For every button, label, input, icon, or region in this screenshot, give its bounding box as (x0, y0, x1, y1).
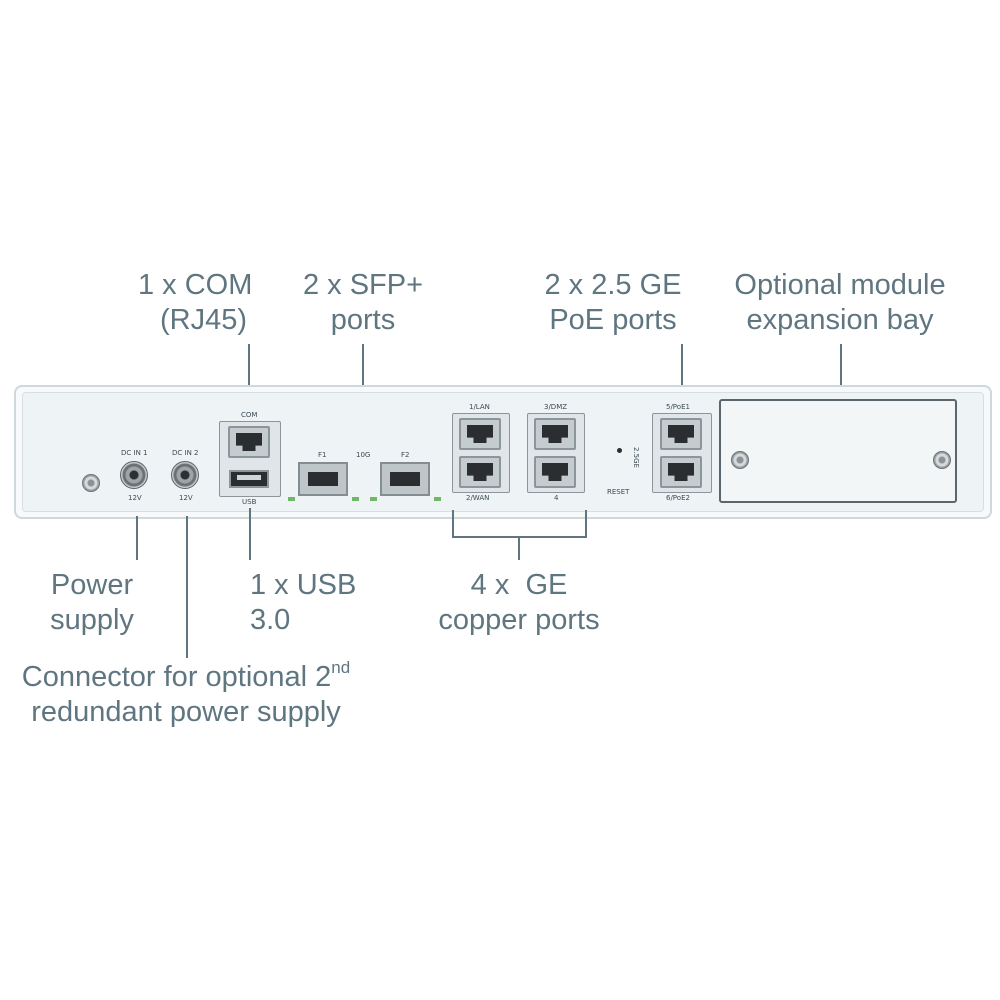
dc-in-1-connector-icon (120, 461, 148, 489)
redundant-callout-superscript: nd (331, 658, 351, 678)
poe-callout: 2 x 2.5 GE PoE ports (544, 268, 681, 338)
com-callout: 1 x COM (RJ45) (138, 268, 252, 338)
usb-callout: 1 x USB 3.0 (250, 568, 356, 638)
bay-leader-line (840, 344, 842, 386)
sfp-speed-label: 10G (356, 451, 371, 459)
copper-bracket-right (585, 510, 587, 538)
com-callout-line1: 1 x COM (138, 269, 253, 301)
com-port-icon (228, 426, 270, 458)
bay-screw-left-icon (731, 451, 749, 469)
port-poe1-icon (660, 418, 702, 450)
sfp-f1-label: F1 (318, 451, 327, 459)
copper-callout: 4 x GE copper ports (438, 568, 599, 638)
module-expansion-bay (719, 399, 957, 503)
usb-leader-line (249, 508, 251, 560)
port-lan-label: 1/LAN (469, 403, 490, 411)
poe-leader-line (681, 344, 683, 396)
poe-side-label: 2.5GE (632, 447, 640, 468)
dc-in-1-label: DC IN 1 (121, 449, 148, 457)
poe-callout-line1: 2 x 2.5 GE (544, 269, 682, 301)
port-4-label: 4 (554, 494, 559, 502)
bay-callout-line1: Optional module (734, 269, 946, 301)
power-leader-line (136, 516, 138, 560)
copper-callout-line1: 4 x GE (470, 569, 568, 601)
redundant-callout-line2: redundant power supply (31, 696, 341, 728)
sfp-callout-line1: 2 x SFP+ (302, 269, 424, 301)
port-wan-label: 2/WAN (466, 494, 490, 502)
sfp-f2-label: F2 (401, 451, 410, 459)
bay-screw-right-icon (933, 451, 951, 469)
dc-in-2-voltage: 12V (179, 494, 193, 502)
dc-in-1-voltage: 12V (128, 494, 142, 502)
poe-callout-line2: PoE ports (549, 304, 677, 336)
bay-callout-line2: expansion bay (746, 304, 934, 336)
sfp-f2-led-right (434, 497, 441, 501)
port-poe2-label: 6/PoE2 (666, 494, 690, 502)
port-wan-icon (459, 456, 501, 488)
sfp-port-f1-icon (298, 462, 348, 496)
usb-port-icon (229, 470, 269, 488)
sfp-callout: 2 x SFP+ ports (303, 268, 423, 338)
port-4-icon (534, 456, 576, 488)
redundant-callout: Connector for optional 2nd redundant pow… (21, 658, 351, 730)
sfp-callout-line2: ports (330, 304, 396, 336)
com-callout-line2: (RJ45) (160, 304, 248, 336)
com-leader-line (248, 344, 250, 404)
sfp-f1-led-left (288, 497, 295, 501)
redundant-callout-line1-text: Connector for optional 2 (21, 661, 332, 693)
port-lan-icon (459, 418, 501, 450)
sfp-f2-led-left (370, 497, 377, 501)
sfp-f1-led-right (352, 497, 359, 501)
port-poe2-icon (660, 456, 702, 488)
com-port-label: COM (241, 411, 258, 419)
sfp-port-f2-icon (380, 462, 430, 496)
copper-bracket-left (452, 510, 454, 538)
usb-callout-line2: 3.0 (250, 604, 291, 636)
usb-callout-line1: 1 x USB (250, 569, 357, 601)
reset-label: RESET (607, 488, 630, 496)
ground-screw-icon (82, 474, 100, 492)
dc-in-2-label: DC IN 2 (172, 449, 199, 457)
copper-callout-line2: copper ports (438, 604, 600, 636)
redundant-callout-line1: Connector for optional 2nd (21, 658, 351, 695)
power-callout: Power supply (50, 568, 134, 638)
usb-port-label: USB (242, 498, 257, 506)
port-poe1-label: 5/PoE1 (666, 403, 690, 411)
redundant-leader-line (186, 516, 188, 658)
power-callout-line1: Power (50, 569, 134, 601)
dc-in-2-connector-icon (171, 461, 199, 489)
port-dmz-icon (534, 418, 576, 450)
bay-callout: Optional module expansion bay (734, 268, 945, 338)
power-callout-line2: supply (50, 604, 134, 636)
reset-button (617, 448, 622, 453)
copper-leader-line (518, 536, 520, 560)
port-dmz-label: 3/DMZ (544, 403, 568, 411)
